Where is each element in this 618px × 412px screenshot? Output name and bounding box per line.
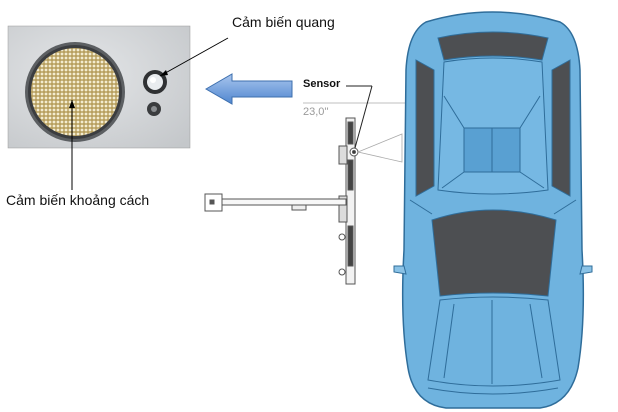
distance-sensor-mesh (31, 48, 119, 136)
sensor-mount-bracket (204, 117, 359, 285)
angle-label: 23,0'' (303, 106, 329, 118)
light-sensor-label: Cảm biến quang (232, 14, 335, 30)
sensor-beam (356, 133, 403, 163)
left-arrow-icon (204, 73, 293, 105)
sensor-closeup-photo (7, 25, 191, 149)
sensor-label: Sensor (303, 78, 341, 90)
distance-sensor-label: Cảm biến khoảng cách (6, 192, 150, 208)
rear-window (437, 31, 549, 61)
light-sensor-pointer (159, 37, 229, 77)
windshield (431, 209, 557, 297)
hood (427, 296, 561, 387)
right-side-window (551, 59, 571, 197)
car-top-view (393, 11, 593, 409)
roof (437, 57, 549, 195)
sensor-pointer (354, 85, 373, 149)
left-side-window (415, 59, 435, 197)
